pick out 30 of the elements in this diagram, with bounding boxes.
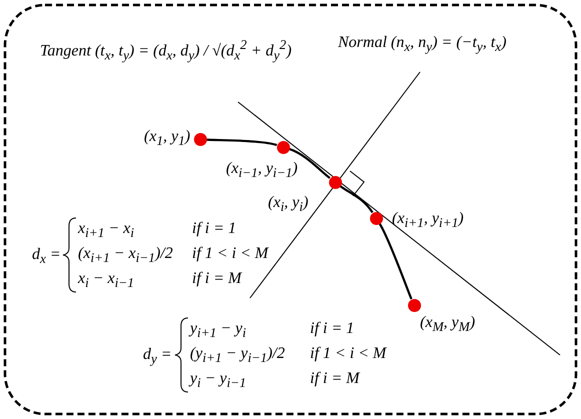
- point-label: (x$_{1}$, y$_{1}$): [144, 128, 190, 149]
- formula-text: if 1 < i < M: [310, 345, 386, 363]
- formula-text: (x$_{i+1}$ − x$_{i−1}$)/2: [78, 245, 173, 266]
- curve-segment: [206, 138, 278, 146]
- formula-text: d$_{y}$ =: [143, 346, 172, 367]
- curve-segment: [340, 185, 374, 214]
- formula-text: if i = M: [192, 270, 242, 288]
- formula-text: y$_{i+1}$ − y$_{i}$: [190, 320, 246, 341]
- formula-text: if 1 < i < M: [192, 245, 268, 263]
- point-label: (x$_{M}$, y$_{M}$): [420, 314, 476, 335]
- curve-segment: [288, 148, 331, 179]
- point-marker: [194, 132, 206, 146]
- formula-text: (y$_{i+1}$ − y$_{i−1}$)/2: [190, 345, 285, 366]
- formula-text: d$_{x}$ =: [32, 246, 61, 267]
- formula-text: if i = 1: [192, 220, 236, 238]
- curve-segment: [378, 222, 412, 300]
- formula-text: Tangent (t$_{x}$, t$_{y}$) = (d$_{x}$, d$_{y}$) / √(d$_{x}$$^{2}$ + d$_{y}$$^{2}$): [40, 38, 292, 64]
- formula-text: x$_{i+1}$ − x$_{i}$: [78, 220, 134, 241]
- formula-text: Normal (n$_{x}$, n$_{y}$) = (−t$_{y}$, t$_{x}$): [338, 34, 506, 55]
- point-marker: [408, 298, 420, 312]
- point-marker: [276, 140, 290, 154]
- point-label: (x$_{i+1}$, y$_{i+1}$): [392, 210, 464, 231]
- point-label: (x$_{i−1}$, y$_{i−1}$): [226, 160, 298, 181]
- formula-text: x$_{i}$ − x$_{i−1}$: [78, 270, 134, 291]
- point-marker: [328, 176, 342, 188]
- formula-text: if i = M: [310, 370, 360, 388]
- formula-text: y$_{i}$ − y$_{i−1}$: [190, 370, 246, 391]
- point-marker: [370, 212, 382, 224]
- point-label: (x$_{i}$, y$_{i}$): [268, 194, 308, 215]
- formula-text: if i = 1: [310, 320, 354, 338]
